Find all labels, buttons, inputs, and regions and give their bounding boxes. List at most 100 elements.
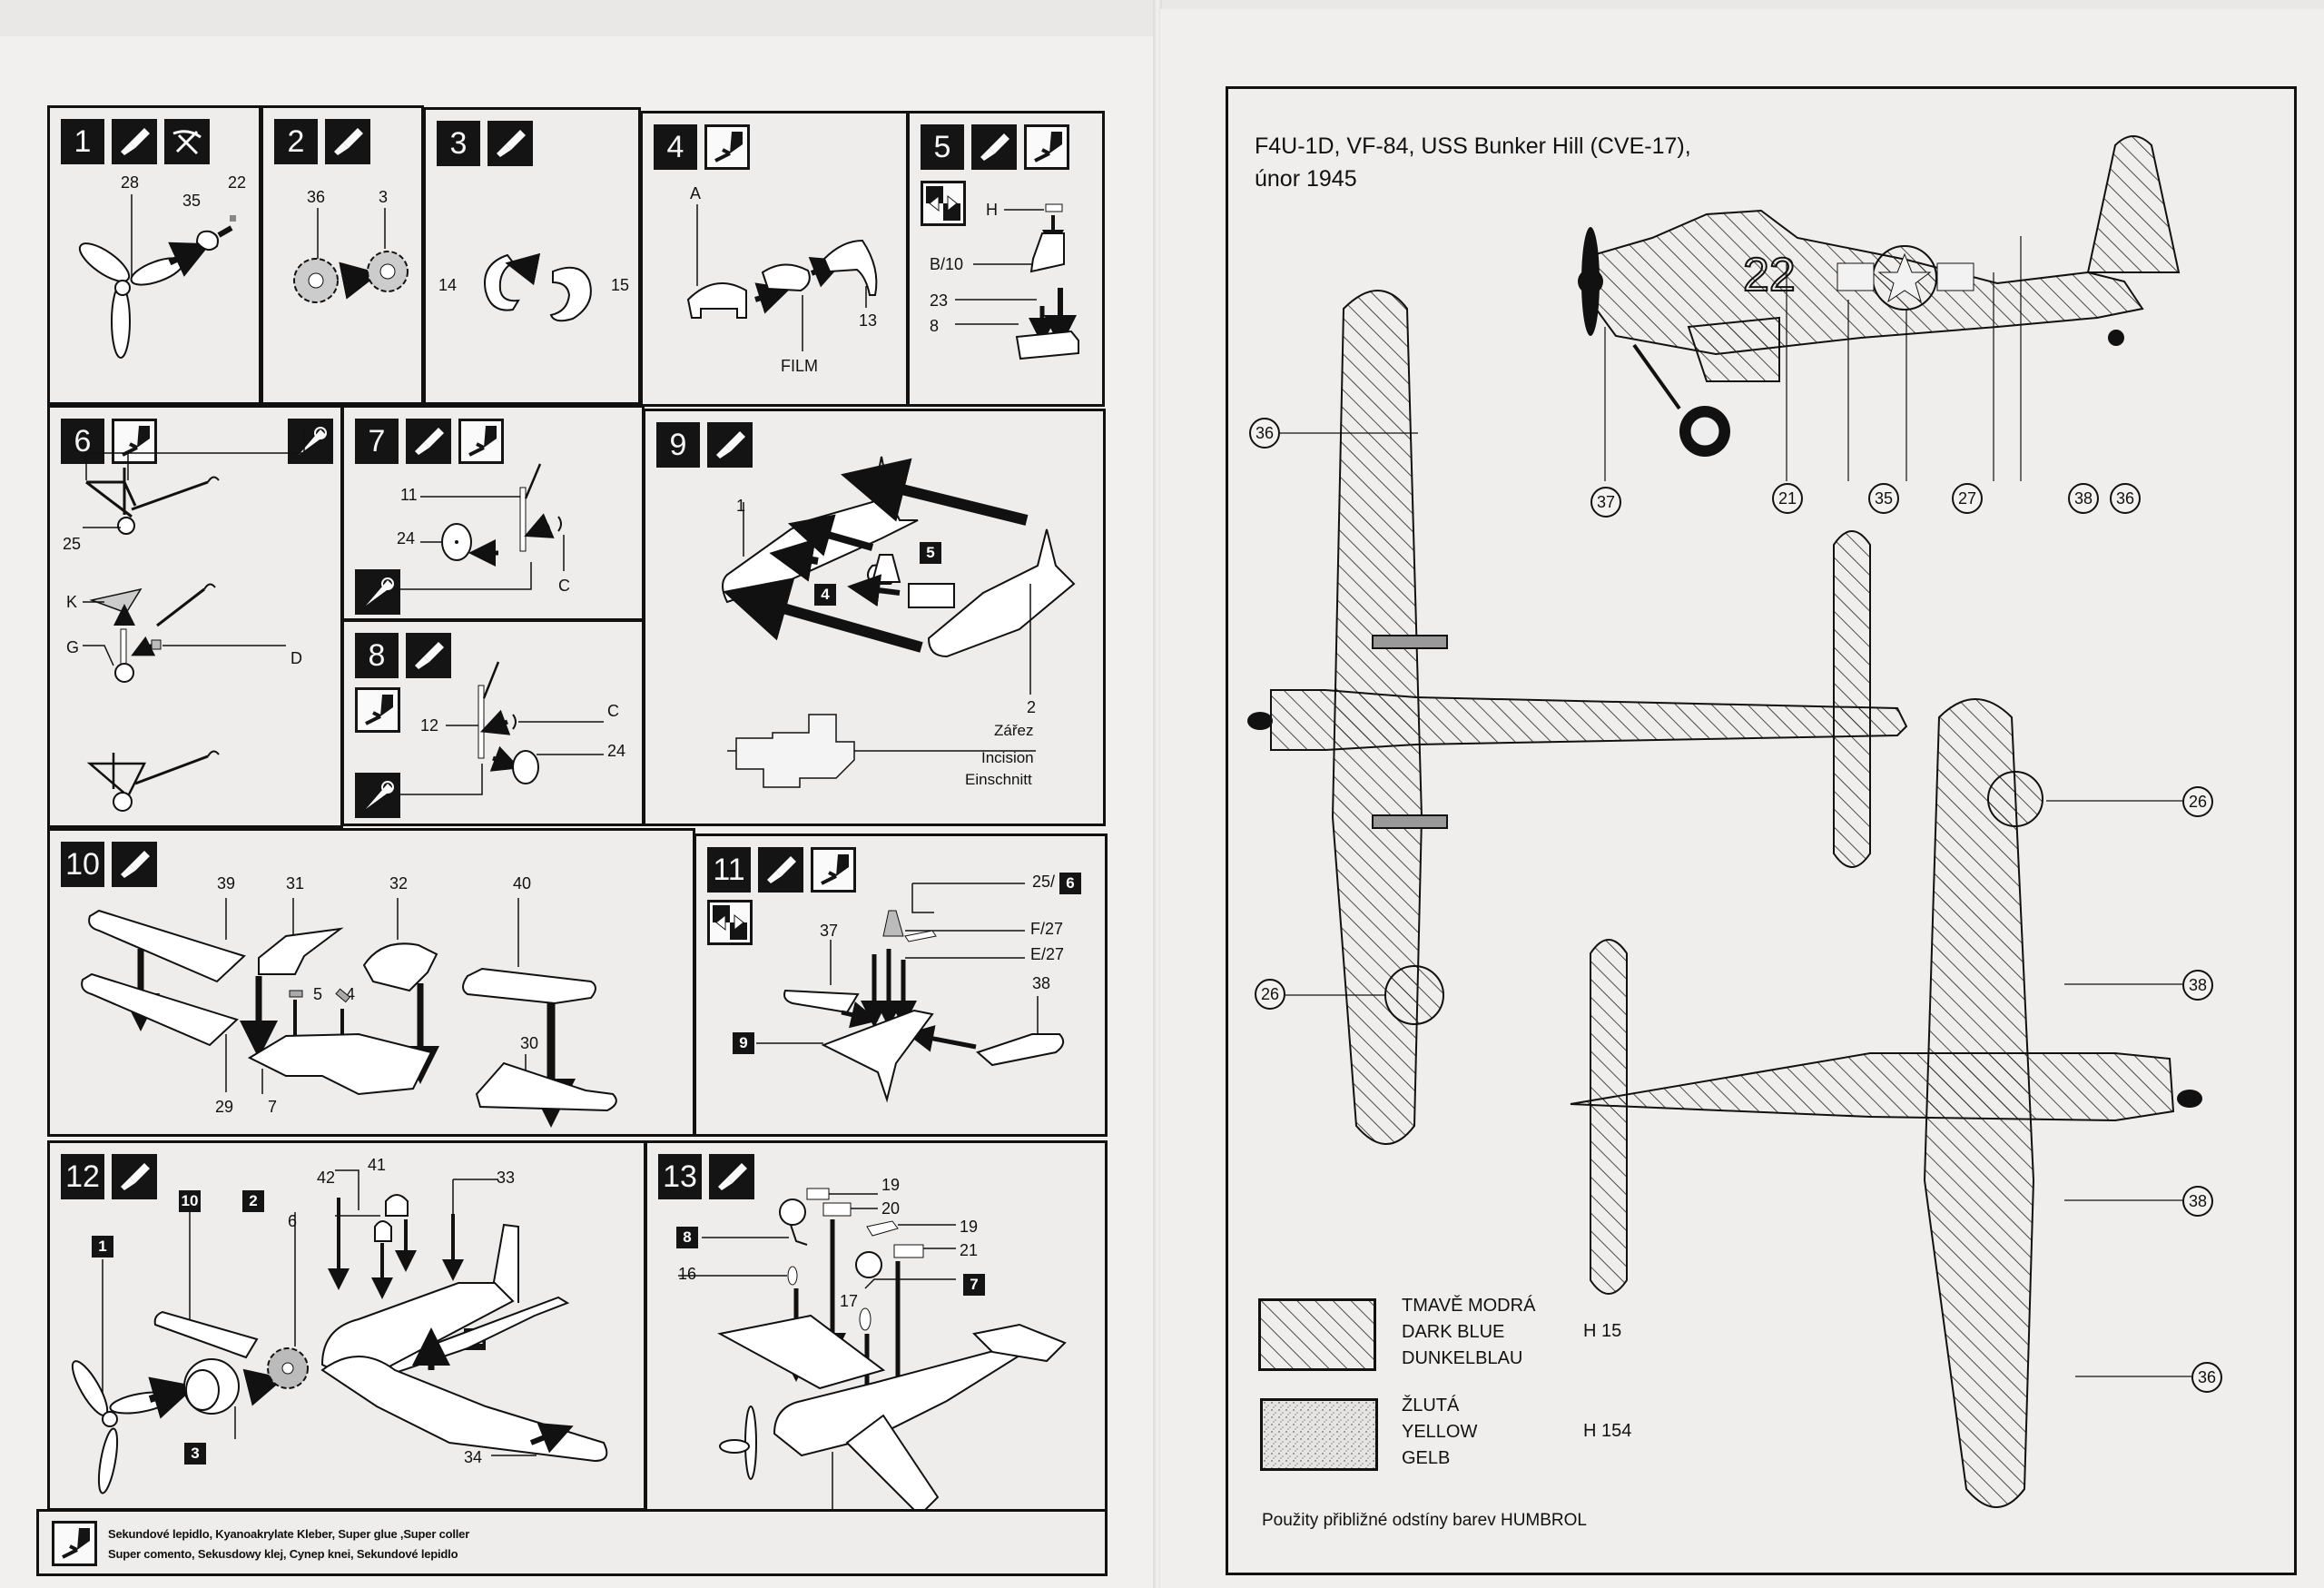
- part-label: 15: [611, 276, 630, 294]
- dark-blue-label: TMAVĚ MODRÁ DARK BLUE DUNKELBLAU: [1402, 1293, 1535, 1372]
- glue-icon: [52, 1521, 97, 1566]
- humbrol-code: H 154: [1583, 1421, 1632, 1441]
- scheme-title: F4U-1D, VF-84, USS Bunker Hill (CVE-17),…: [1255, 130, 1691, 195]
- step-number: 9: [656, 422, 700, 468]
- paint-brush-icon: [709, 1154, 754, 1199]
- callout-marker: 37: [1590, 487, 1621, 518]
- step-reference-badge: 6: [1059, 873, 1081, 894]
- humbrol-code: H 15: [1583, 1321, 1622, 1341]
- glue-note-line-1: Sekundové lepidlo, Kyanoakrylate Kleber,…: [108, 1527, 470, 1541]
- part-label: 19: [960, 1218, 979, 1236]
- part-label: F/27: [1030, 920, 1064, 938]
- glue-icon: [811, 847, 856, 893]
- callout-marker: 21: [1772, 483, 1803, 514]
- painting-guide-frame: [1226, 86, 2297, 1575]
- part-label: 16: [678, 1265, 697, 1283]
- tail-assembly-drawing: [756, 883, 1065, 1103]
- part-label: 2: [1027, 698, 1037, 716]
- detail-view-icon: [355, 569, 400, 615]
- callout-marker: 35: [1868, 483, 1899, 514]
- paint-brush-icon: [406, 633, 451, 678]
- part-label: 36: [307, 188, 326, 206]
- part-label: 24: [607, 742, 626, 760]
- color-name-cz: TMAVĚ MODRÁ: [1402, 1296, 1536, 1316]
- step-reference-badge: 5: [920, 542, 941, 564]
- part-label: E/27: [1030, 945, 1065, 963]
- part-label: D: [290, 649, 302, 667]
- glue-icon: [355, 687, 400, 733]
- part-label: 31: [286, 874, 305, 893]
- part-label: 12: [420, 716, 439, 735]
- part-label: 37: [820, 922, 839, 940]
- part-label: C: [607, 702, 619, 720]
- step-2-panel: 2 36 3: [261, 105, 424, 405]
- paint-footnote: Použity přibližné odstíny barev HUMBROL: [1262, 1511, 1587, 1530]
- step-reference-badge: 9: [733, 1032, 754, 1054]
- step-reference-badge: 8: [676, 1227, 698, 1248]
- step-8-panel: 8 12 C 24: [341, 619, 645, 826]
- wing-assembly-drawing: [81, 898, 617, 1128]
- part-label: 19: [881, 1176, 901, 1194]
- callout-marker: 36: [2110, 483, 2141, 514]
- landing-gear-install-drawing: [678, 1188, 1067, 1517]
- part-label: 6: [288, 1212, 298, 1230]
- color-name-de: DUNKELBLAU: [1402, 1348, 1523, 1368]
- detail-view-icon: [355, 773, 400, 818]
- color-name-en: YELLOW: [1402, 1422, 1478, 1442]
- paint-brush-icon: [112, 1154, 157, 1199]
- part-label: C: [558, 577, 570, 595]
- paint-brush-icon: [325, 119, 370, 164]
- step-reference-badge: 3: [184, 1443, 206, 1465]
- step-1-panel: 1 28 35 22: [47, 105, 261, 405]
- part-label: A: [690, 184, 702, 202]
- part-label: B/10: [930, 255, 964, 273]
- propeller-drawing: [78, 194, 236, 359]
- callout-marker: 38: [2182, 1186, 2213, 1217]
- yellow-swatch: [1260, 1398, 1378, 1471]
- glue-icon: [112, 419, 157, 464]
- part-label: G: [66, 638, 80, 656]
- step-number: 10: [61, 842, 104, 887]
- step-number: 13: [658, 1154, 702, 1199]
- part-label: 13: [859, 311, 878, 330]
- tail-wheel-drawing: [83, 426, 305, 812]
- step-11-panel: 11 37 25/ 6 F/27 E/27 38 9: [694, 833, 1108, 1137]
- step-number: 11: [707, 847, 751, 893]
- part-label: 28: [121, 173, 140, 192]
- callout-marker: 26: [1255, 979, 1285, 1010]
- cut-sprue-icon: [164, 119, 210, 164]
- step-9-panel: 9 1 9 5 4 2 Zářez Incision Einschnitt: [643, 409, 1106, 826]
- color-name-de: GELB: [1402, 1448, 1451, 1468]
- part-label: 4: [346, 985, 356, 1003]
- step-number: 7: [355, 419, 399, 464]
- glue-icon: [458, 419, 504, 464]
- step-13-panel: 13 19 20 19 21 16 17 8 7 12: [645, 1140, 1108, 1573]
- part-label: 24: [397, 529, 416, 547]
- part-label: 1: [736, 497, 746, 515]
- glue-icon: [1024, 124, 1069, 170]
- part-label: 33: [497, 1169, 516, 1187]
- part-label: 3: [379, 188, 389, 206]
- callout-marker: 26: [2182, 786, 2213, 817]
- final-assembly-drawing: [71, 1169, 608, 1494]
- part-label: FILM: [781, 357, 819, 375]
- paint-brush-icon: [707, 422, 753, 468]
- part-label: 8: [930, 317, 940, 335]
- part-label: 25/: [1032, 873, 1056, 891]
- step-5-panel: 5 H B/10 23 8: [907, 111, 1105, 407]
- part-label: 20: [881, 1199, 901, 1218]
- callout-marker: 36: [1249, 418, 1280, 449]
- part-label: 11: [400, 486, 418, 504]
- optional-choice-icon: [707, 900, 753, 945]
- step-reference-badge: 1: [92, 1236, 113, 1258]
- part-label: 5: [313, 985, 323, 1003]
- cowling-parts-drawing: [484, 252, 592, 322]
- part-label: 42: [317, 1169, 336, 1187]
- color-name-cz: ŽLUTÁ: [1402, 1396, 1460, 1415]
- incision-note-en: Incision: [981, 749, 1034, 766]
- incision-note-cz: Zářez: [994, 722, 1034, 739]
- main-gear-drawing: [395, 661, 604, 795]
- step-12-panel: 12 42 41 33 6 34 1 10 2 3 11: [47, 1140, 646, 1511]
- step-reference-badge: 10: [179, 1190, 201, 1212]
- callout-marker: 38: [2068, 483, 2099, 514]
